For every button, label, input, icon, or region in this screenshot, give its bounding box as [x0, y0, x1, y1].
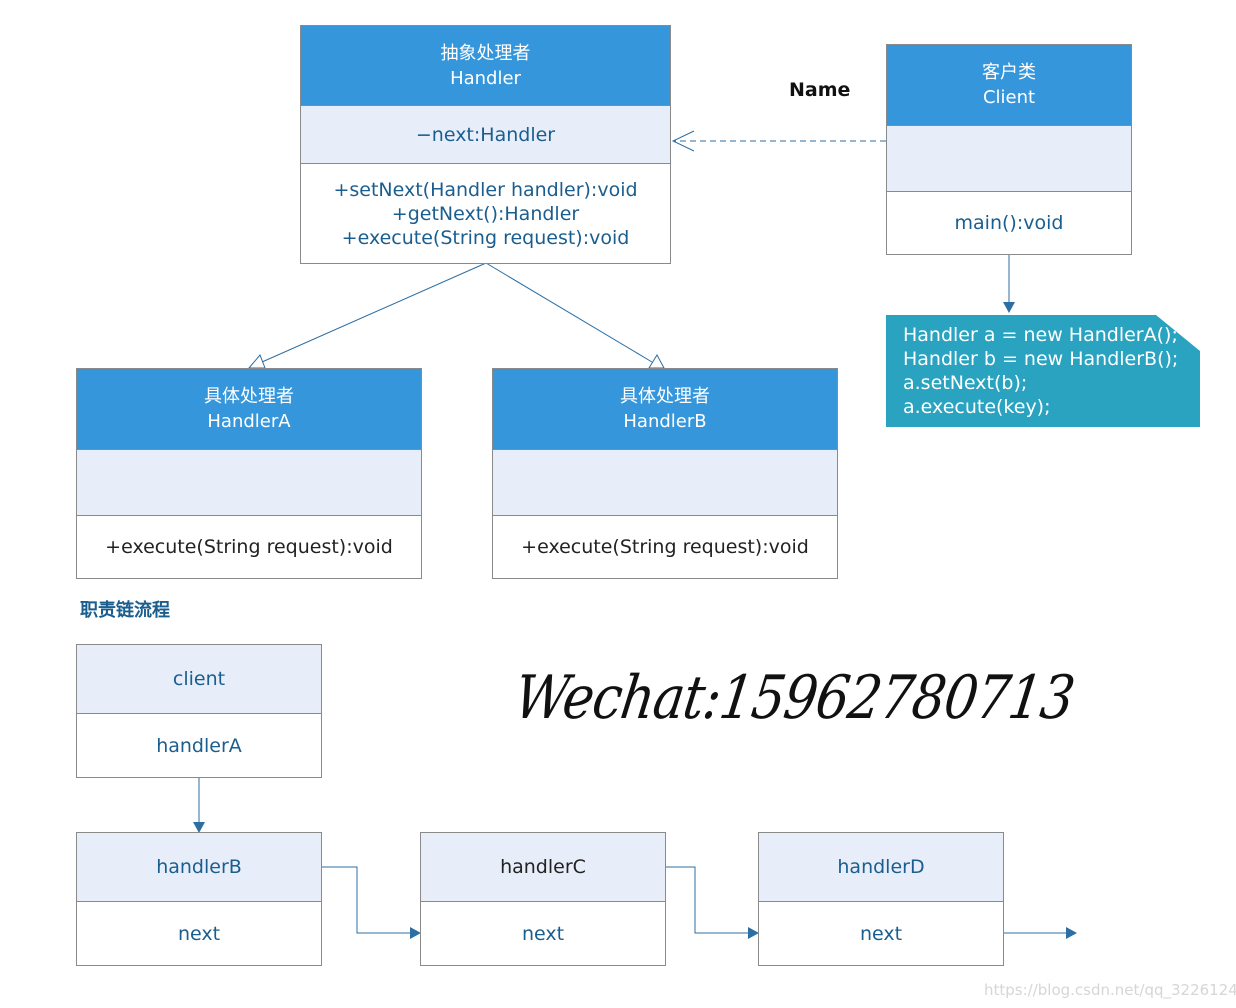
class-handler-header: 抽象处理者 Handler [301, 26, 670, 106]
class-handler-b-methods: +execute(String request):void [493, 516, 837, 578]
flow-client-box[interactable]: client handlerA [76, 644, 322, 778]
flow-node-title: handlerB [77, 833, 321, 902]
class-handler-b-header: 具体处理者 HandlerB [493, 369, 837, 450]
class-client-header: 客户类 Client [887, 45, 1131, 126]
edge-client-to-note [1003, 254, 1015, 313]
flow-node-title: handlerC [421, 833, 665, 902]
class-handler-b-method: +execute(String request):void [521, 536, 809, 558]
flow-node-next-text: next [859, 922, 903, 945]
class-client-title-cn: 客户类 [982, 62, 1036, 83]
flow-node-next: next [77, 902, 321, 965]
flow-client-bottom-text: handlerA [156, 734, 242, 757]
handwritten-signature: Wechat:15962780713 [510, 664, 1078, 733]
flow-node-next-text: next [177, 922, 221, 945]
code-note: Handler a = new HandlerA(); Handler b = … [886, 315, 1200, 427]
flow-node-title: handlerD [759, 833, 1003, 902]
class-handler-attribute: −next:Handler [415, 123, 556, 146]
code-note-line: a.setNext(b); [903, 372, 1028, 394]
class-client-title-en: Client [982, 87, 1036, 108]
class-handler-methods: +setNext(Handler handler):void +getNext(… [301, 164, 670, 263]
flow-node-next-text: next [521, 922, 565, 945]
class-handler-method: +getNext():Handler [391, 202, 580, 225]
watermark: https://blog.csdn.net/qq_32261247 [984, 981, 1236, 999]
association-label: Name [789, 79, 851, 101]
flow-node-handlerB[interactable]: handlerB next [76, 832, 322, 966]
class-client-methods: main():void [887, 192, 1131, 254]
edge-handlerB-to-handlerC [321, 866, 421, 939]
inheritance-edge-handler-b [485, 262, 665, 369]
flow-client-top-text: client [172, 668, 226, 690]
class-handler-b[interactable]: 具体处理者 HandlerB +execute(String request):… [492, 368, 838, 579]
flow-node-handlerC[interactable]: handlerC next [420, 832, 666, 966]
class-client-method: main():void [954, 212, 1064, 234]
class-client[interactable]: 客户类 Client main():void [886, 44, 1132, 255]
section-title: 职责链流程 [80, 600, 170, 621]
class-handler-b-attributes [493, 450, 837, 516]
flow-node-title-text: handlerD [837, 856, 925, 878]
class-handler-a[interactable]: 具体处理者 HandlerA +execute(String request):… [76, 368, 422, 579]
class-handler-b-title-en: HandlerB [623, 411, 707, 432]
class-handler-a-header: 具体处理者 HandlerA [77, 369, 421, 450]
class-handler-method: +setNext(Handler handler):void [333, 178, 638, 201]
code-note-text: Handler a = new HandlerA(); Handler b = … [903, 323, 1178, 419]
edge-handlerA-to-handlerB [193, 777, 205, 833]
class-handler-title-en: Handler [450, 67, 521, 89]
class-handler-a-attributes [77, 450, 421, 516]
flow-client-label: client [77, 645, 321, 714]
class-handler-title-cn: 抽象处理者 [440, 42, 531, 64]
class-client-attributes [887, 126, 1131, 192]
code-note-line: a.execute(key); [903, 396, 1051, 418]
flow-node-handlerD[interactable]: handlerD next [758, 832, 1004, 966]
code-note-line: Handler b = new HandlerB(); [903, 348, 1179, 370]
class-handler-b-title-cn: 具体处理者 [620, 386, 710, 407]
class-handler-attributes: −next:Handler [301, 106, 670, 164]
class-handler-a-title-en: HandlerA [207, 411, 291, 432]
flow-node-title-text: handlerC [500, 856, 586, 878]
flow-node-next: next [759, 902, 1003, 965]
flow-client-handler: handlerA [77, 714, 321, 777]
inheritance-edge-handler-a [247, 262, 487, 369]
edge-handlerC-to-handlerD [665, 866, 759, 939]
class-handler-a-title-cn: 具体处理者 [204, 386, 294, 407]
class-handler-a-methods: +execute(String request):void [77, 516, 421, 578]
note-shape [886, 315, 1200, 427]
class-handler[interactable]: 抽象处理者 Handler −next:Handler +setNext(Han… [300, 25, 671, 264]
flow-node-next: next [421, 902, 665, 965]
flow-node-title-text: handlerB [156, 856, 242, 878]
class-handler-method: +execute(String request):void [341, 226, 630, 249]
edge-handlerD-next [1003, 927, 1077, 939]
class-handler-a-method: +execute(String request):void [105, 536, 393, 558]
code-note-line: Handler a = new HandlerA(); [903, 324, 1178, 346]
dependency-edge-client-handler [671, 130, 886, 152]
